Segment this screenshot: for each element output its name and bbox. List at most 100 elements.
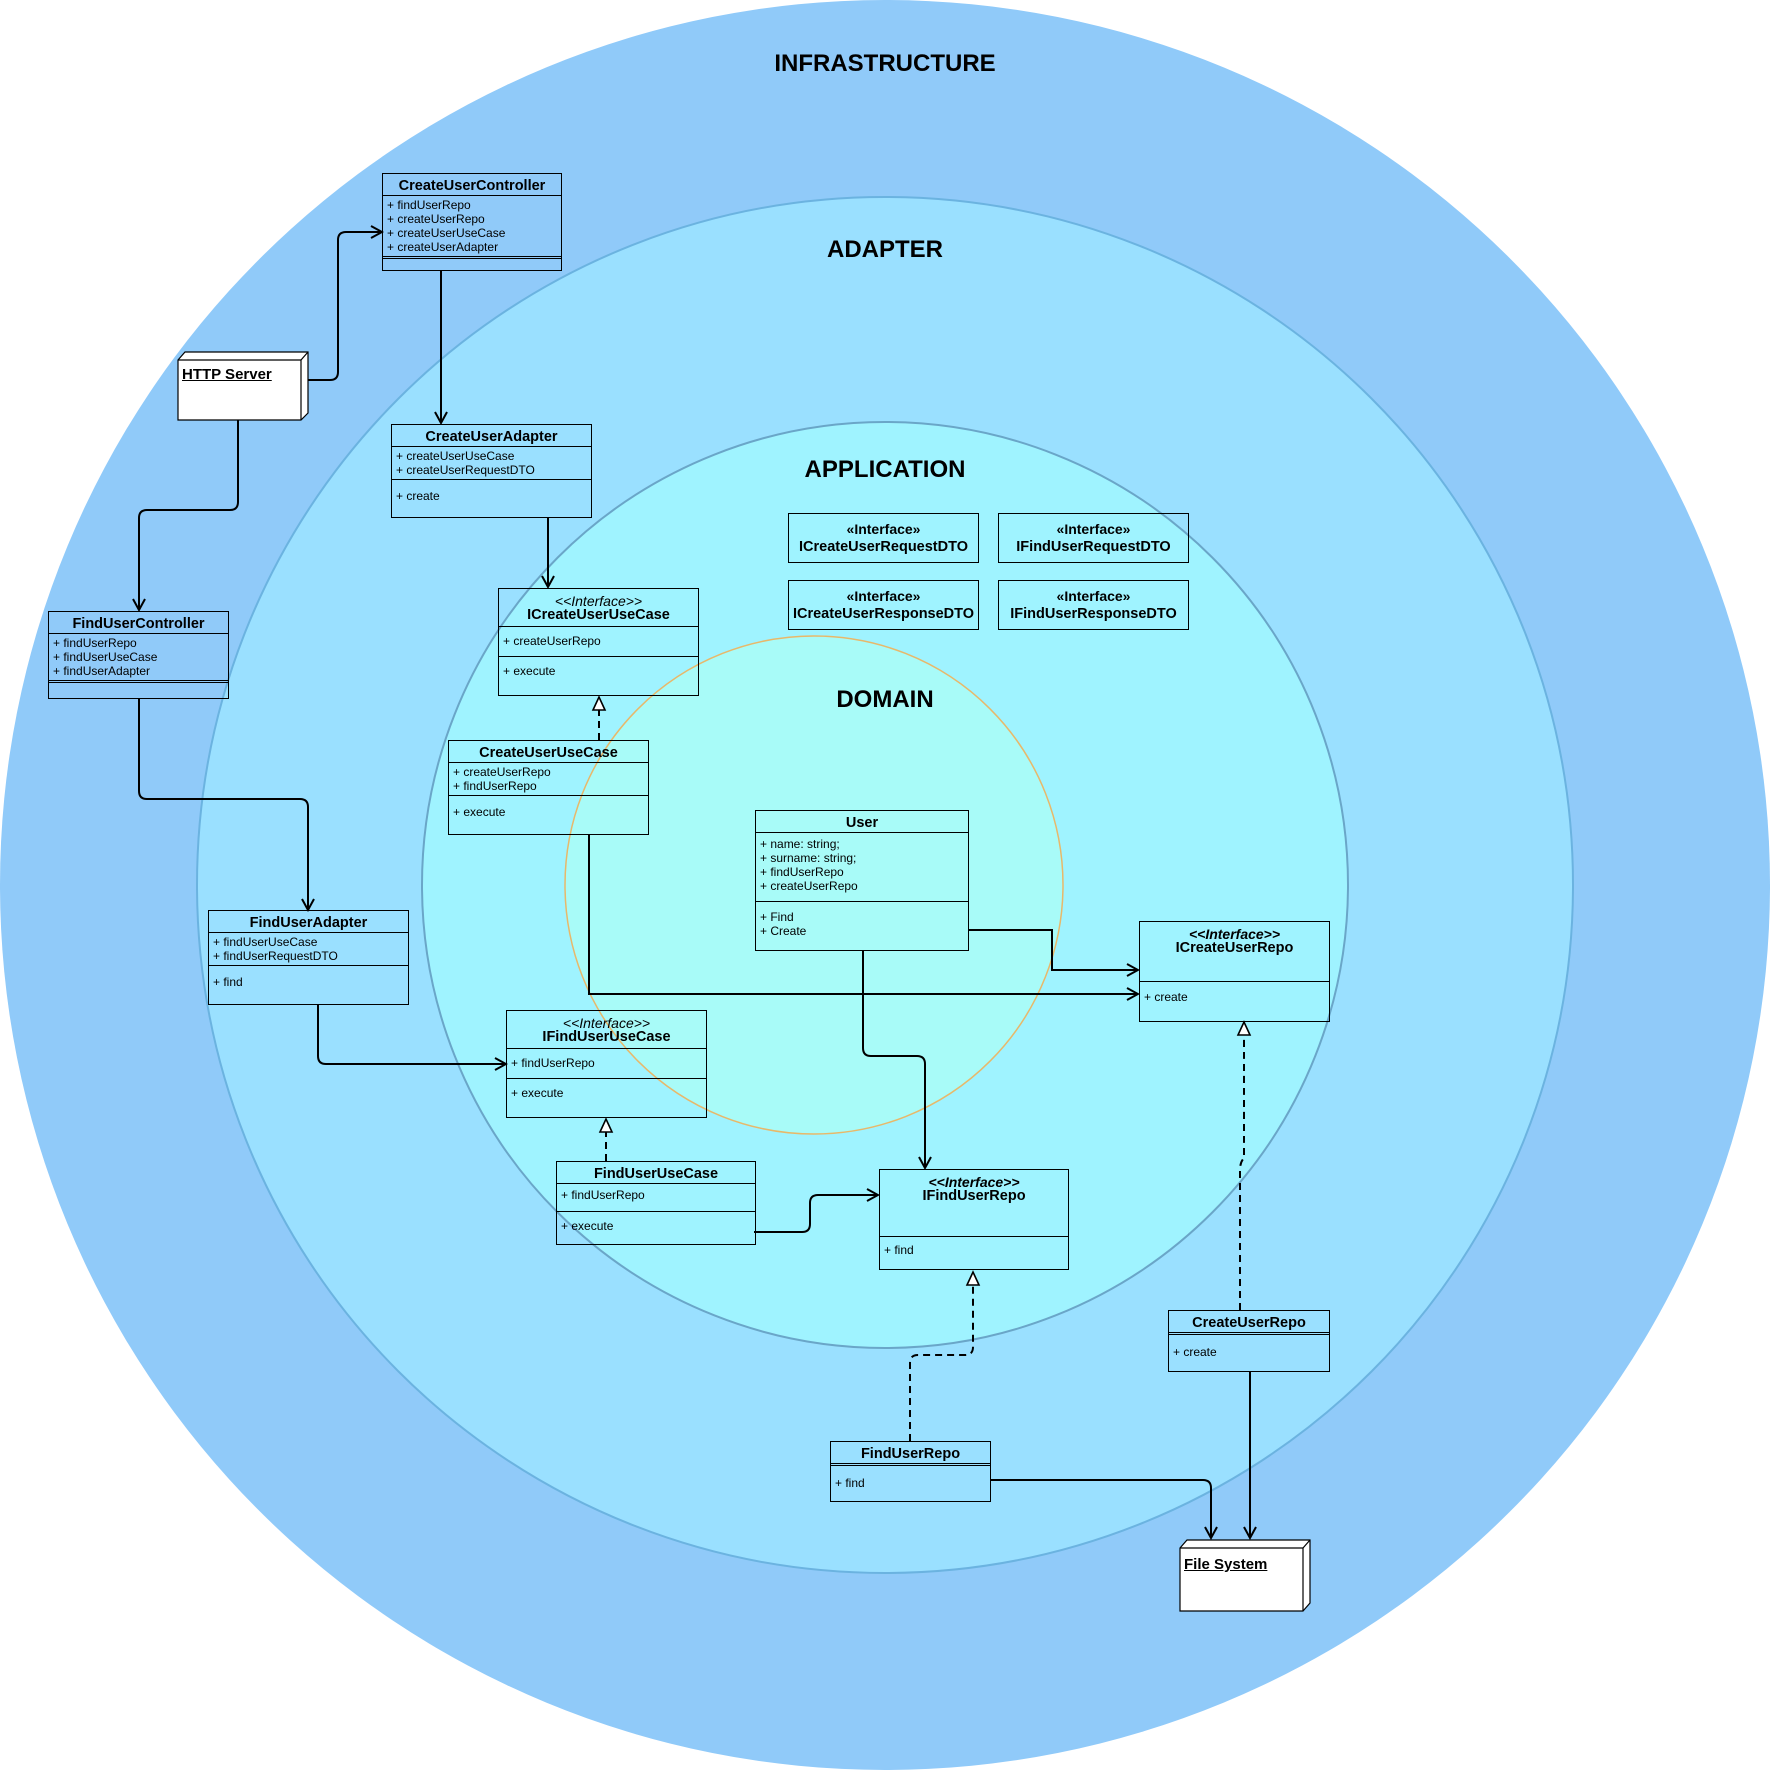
class-name: FindUserController <box>49 612 228 634</box>
attribute: + findUserRepo <box>453 779 537 793</box>
class-create-user-repo[interactable]: CreateUserRepo + create <box>1168 1310 1330 1372</box>
infrastructure-title: INFRASTRUCTURE <box>774 50 996 77</box>
stereotype: <<Interface>> <box>1188 926 1281 942</box>
method: + create <box>396 489 440 503</box>
method: + execute <box>503 664 556 678</box>
class-name-block: <<Interface>> IFindUserRepo <box>880 1170 1068 1237</box>
methods-section: + create <box>1169 1335 1329 1361</box>
attribute: + surname: string; <box>760 851 857 865</box>
http-to-create-controller <box>308 232 382 381</box>
attribute: + createUserRepo <box>453 765 551 779</box>
dto-name: ICreateUserRequestDTO <box>799 539 968 555</box>
interface-icreate-user-request-dto[interactable]: «Interface» ICreateUserRequestDTO <box>788 513 979 563</box>
attribute: + findUserRepo <box>387 198 471 212</box>
application-title: APPLICATION <box>804 456 966 483</box>
find-controller-to-adapter <box>138 698 308 910</box>
attribute: + createUserRepo <box>503 634 601 648</box>
attribute: + createUserRequestDTO <box>396 463 535 477</box>
attribute: + findUserRepo <box>760 865 844 879</box>
attribute: + findUserRepo <box>53 636 137 650</box>
stereotype: «Interface» <box>846 521 921 537</box>
interface-ifind-user-request-dto[interactable]: «Interface» IFindUserRequestDTO <box>998 513 1189 563</box>
adapter-title: ADAPTER <box>826 236 944 263</box>
method: + find <box>213 975 243 989</box>
user-to-icreate-repo <box>968 929 1138 970</box>
stereotype: «Interface» <box>846 588 921 604</box>
attributes-section: + createUserRepo + findUserRepo <box>449 763 648 796</box>
interface-ifind-user-repo[interactable]: <<Interface>> IFindUserRepo + find <box>879 1169 1069 1270</box>
attributes-section: + createUserUseCase + createUserRequestD… <box>392 447 591 480</box>
attributes-section: + findUserRepo <box>507 1049 706 1079</box>
methods-section: + find <box>880 1237 1068 1259</box>
class-name: IFindUserRepo <box>922 1188 1026 1204</box>
class-find-user-use-case[interactable]: FindUserUseCase + findUserRepo + execute <box>556 1161 756 1245</box>
class-find-user-repo[interactable]: FindUserRepo + find <box>830 1441 991 1502</box>
interface-ifind-user-response-dto[interactable]: «Interface» IFindUserResponseDTO <box>998 580 1189 630</box>
methods-section: + execute <box>499 657 698 680</box>
stereotype: «Interface» <box>1056 521 1131 537</box>
attribute: + findUserRepo <box>511 1056 595 1070</box>
find-adapter-to-iusecase <box>317 1004 506 1064</box>
methods-section: + execute <box>557 1212 755 1235</box>
attributes-section: + findUserRepo + findUserUseCase + findU… <box>49 634 228 683</box>
association-connectors <box>139 232 1250 1538</box>
file-system-label: File System <box>1184 1556 1268 1573</box>
class-name-block: <<Interface>> ICreateUserUseCase <box>499 589 698 627</box>
attribute: + findUserUseCase <box>53 650 158 664</box>
interface-icreate-user-repo[interactable]: <<Interface>> ICreateUserRepo + create <box>1139 921 1330 1022</box>
class-name: ICreateUserUseCase <box>527 607 670 623</box>
attribute: + findUserRequestDTO <box>213 949 338 963</box>
http-to-find-controller <box>139 420 239 610</box>
domain-ring <box>564 635 1064 1135</box>
class-name: CreateUserController <box>383 174 561 196</box>
interface-icreate-user-use-case[interactable]: <<Interface>> ICreateUserUseCase + creat… <box>498 588 699 696</box>
attributes-section: + findUserRepo + createUserRepo + create… <box>383 196 561 259</box>
find-repo-realizes <box>909 1270 981 1441</box>
method: + find <box>835 1476 865 1490</box>
interface-icreate-user-response-dto[interactable]: «Interface» ICreateUserResponseDTO <box>788 580 979 630</box>
attribute: + createUserUseCase <box>387 226 506 240</box>
class-create-user-adapter[interactable]: CreateUserAdapter + createUserUseCase + … <box>391 424 592 518</box>
attribute: + findUserRepo <box>561 1188 645 1202</box>
class-name: FindUserUseCase <box>557 1162 755 1184</box>
methods-section: + execute <box>507 1079 706 1102</box>
class-name: FindUserAdapter <box>209 911 408 933</box>
class-find-user-controller[interactable]: FindUserController + findUserRepo + find… <box>48 611 229 699</box>
method: + execute <box>453 805 506 819</box>
http-server-label: HTTP Server <box>182 366 272 383</box>
class-user[interactable]: User + name: string; + surname: string; … <box>755 810 969 951</box>
method: + Create <box>760 924 807 938</box>
domain-title: DOMAIN <box>836 686 934 713</box>
find-repo-to-filesystem <box>990 1479 1211 1538</box>
interface-ifind-user-use-case[interactable]: <<Interface>> IFindUserUseCase + findUse… <box>506 1010 707 1118</box>
stereotype: <<Interface>> <box>562 1015 651 1031</box>
attribute: + createUserRepo <box>387 212 485 226</box>
realization-connectors <box>591 695 1252 1441</box>
methods-section: + create <box>392 480 591 505</box>
attribute: + createUserRepo <box>760 879 858 893</box>
stereotype: «Interface» <box>1056 588 1131 604</box>
attribute: + name: string; <box>760 837 840 851</box>
create-repo-realizes <box>1236 1020 1252 1310</box>
method: + create <box>1173 1345 1217 1359</box>
class-name: ICreateUserRepo <box>1175 940 1294 956</box>
methods-section: + create <box>1140 982 1329 1006</box>
stereotype: <<Interface>> <box>554 593 643 609</box>
class-create-user-use-case[interactable]: CreateUserUseCase + createUserRepo + fin… <box>448 740 649 835</box>
method: + create <box>1144 990 1188 1004</box>
class-name-block: <<Interface>> ICreateUserRepo <box>1140 922 1329 982</box>
method: + Find <box>760 910 794 924</box>
class-create-user-controller[interactable]: CreateUserController + findUserRepo + cr… <box>382 173 562 271</box>
dto-name: ICreateUserResponseDTO <box>792 606 975 622</box>
attribute: + findUserUseCase <box>213 935 318 949</box>
user-to-ifind-repo <box>862 950 925 1168</box>
attributes-section: + findUserUseCase + findUserRequestDTO <box>209 933 408 966</box>
dto-name: IFindUserRequestDTO <box>1016 539 1171 555</box>
attribute: + createUserUseCase <box>396 449 515 463</box>
class-name: CreateUserAdapter <box>392 425 591 447</box>
attributes-section: + findUserRepo <box>557 1184 755 1212</box>
class-find-user-adapter[interactable]: FindUserAdapter + findUserUseCase + find… <box>208 910 409 1005</box>
methods-section: + execute <box>449 796 648 821</box>
http-server-node <box>177 351 309 421</box>
